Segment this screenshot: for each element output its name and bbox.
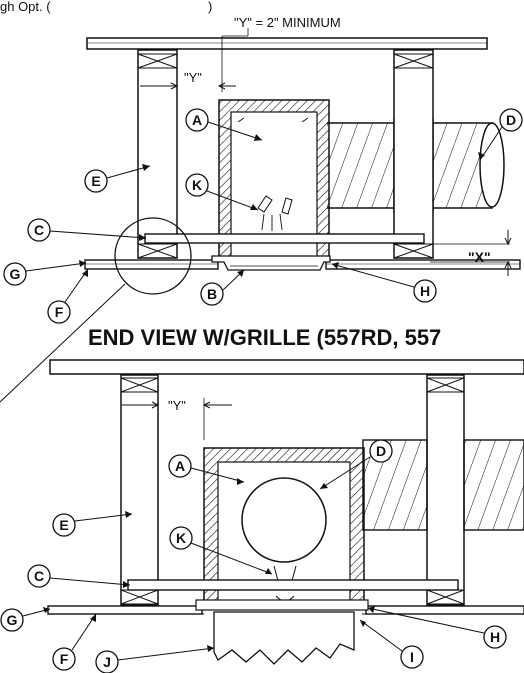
svg-text:F: F bbox=[60, 651, 69, 667]
callout-i-bottom: I bbox=[359, 619, 424, 669]
callout-a-bottom: A bbox=[168, 454, 245, 485]
section-heading: END VIEW W/GRILLE (557RD, 557 bbox=[88, 325, 441, 350]
callout-f-bottom: F bbox=[52, 613, 97, 671]
callout-k-top: K bbox=[185, 173, 259, 211]
callout-e-bottom: E bbox=[52, 511, 133, 537]
callout-k-bottom: K bbox=[169, 526, 273, 575]
callout-c-bottom: C bbox=[27, 564, 131, 588]
svg-text:K: K bbox=[192, 177, 202, 193]
callout-c-top: C bbox=[27, 218, 147, 242]
callout-j-bottom: J bbox=[95, 645, 215, 673]
svg-text:E: E bbox=[91, 173, 100, 189]
top-view: "X" "Y" A D E bbox=[0, 28, 523, 403]
svg-text:J: J bbox=[103, 654, 111, 670]
callout-b-top: B bbox=[200, 269, 245, 306]
callout-a-top: A bbox=[185, 108, 263, 141]
svg-text:H: H bbox=[420, 283, 430, 299]
left-joist bbox=[137, 49, 178, 259]
duct-opening bbox=[241, 477, 327, 563]
svg-text:G: G bbox=[7, 612, 18, 628]
svg-text:A: A bbox=[192, 112, 202, 128]
svg-text:G: G bbox=[10, 266, 21, 282]
callout-e-top: E bbox=[84, 164, 151, 193]
callout-h-top: H bbox=[331, 262, 437, 303]
callout-g-bottom: G bbox=[0, 607, 51, 632]
svg-text:K: K bbox=[176, 530, 186, 546]
callout-d-bottom: D bbox=[319, 439, 393, 490]
svg-text:F: F bbox=[55, 304, 64, 320]
callout-h-bottom: H bbox=[367, 606, 507, 649]
svg-text:E: E bbox=[59, 517, 68, 533]
callout-g-top: G bbox=[3, 260, 87, 286]
svg-text:C: C bbox=[34, 222, 44, 238]
svg-text:H: H bbox=[490, 629, 500, 645]
svg-text:A: A bbox=[175, 458, 185, 474]
callout-d-top: D bbox=[478, 108, 523, 161]
top-note-partial: gh Opt. ( bbox=[0, 0, 51, 14]
svg-text:I: I bbox=[410, 649, 414, 665]
dim-x-label: "X" bbox=[468, 249, 491, 265]
svg-text:D: D bbox=[506, 112, 516, 128]
y-minimum-note: "Y" = 2" MINIMUM bbox=[234, 15, 341, 30]
dim-y-top: "Y" bbox=[184, 70, 202, 85]
top-note-paren: ) bbox=[208, 0, 212, 14]
dim-y-bottom: "Y" bbox=[168, 398, 186, 413]
bottom-view: "Y" A D E K C bbox=[0, 359, 524, 673]
callout-f-top: F bbox=[47, 268, 89, 324]
svg-text:C: C bbox=[34, 568, 44, 584]
detail-circle bbox=[114, 217, 192, 295]
svg-text:B: B bbox=[207, 286, 217, 302]
svg-text:D: D bbox=[376, 443, 386, 459]
